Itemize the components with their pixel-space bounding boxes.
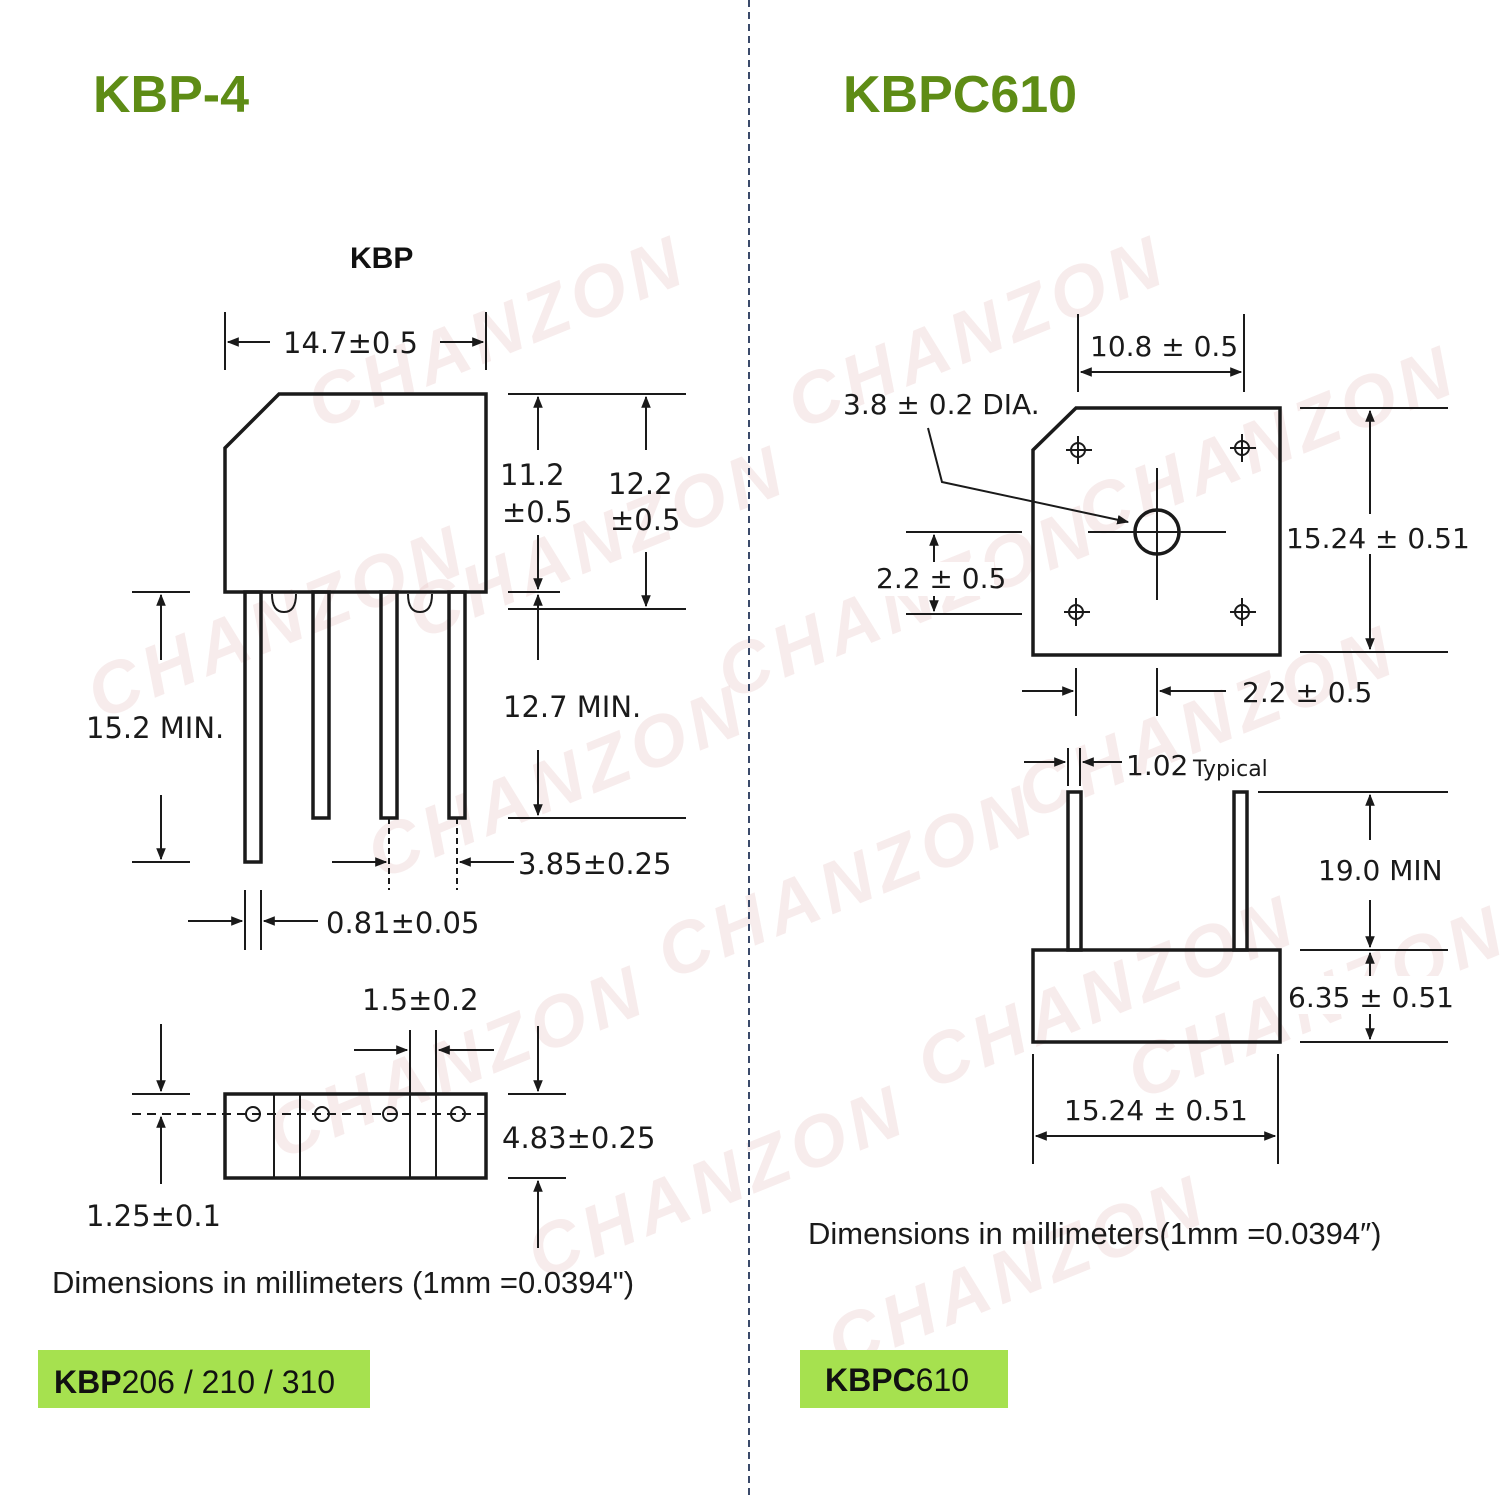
kbp-lead [379, 590, 399, 820]
kbpc-pin-marker [1066, 436, 1092, 464]
kbp4-panel: KBP-4 KBP 14.7±0.5 11.2 ±0.5 12.2 ±0.5 [38, 66, 686, 1408]
kbpc-pin-marker [1230, 434, 1256, 462]
kbpc-model-tag-text: KBPC610 [825, 1362, 969, 1398]
kbpc-pin-marker [1064, 598, 1090, 626]
kbpc-pin-marker [1230, 598, 1256, 626]
kbp-body [223, 392, 488, 594]
kbp-units-note: Dimensions in millimeters (1mm =0.0394") [52, 1265, 634, 1300]
kbp-body-height-2-tol: ±0.5 [610, 503, 680, 537]
kbpc-lead-width-label: 1.02 [1126, 749, 1188, 782]
kbp-lead [243, 590, 263, 864]
kbpc-hole-spacing-label: 10.8 ± 0.5 [1090, 330, 1238, 363]
kbp-offset-label: 1.25±0.1 [86, 1199, 221, 1233]
kbp-model-tag [38, 1350, 370, 1408]
kbpc-thickness-label: 6.35 ± 0.51 [1288, 981, 1454, 1014]
kbpc610-panel: KBPC610 10.8 ± 0.5 3.8 ± 0.2 DIA. 15.2 [800, 66, 1470, 1408]
kbpc-lead-width-note: Typical [1192, 757, 1268, 782]
kbp-lead-width-label: 0.81±0.05 [326, 906, 479, 940]
kbp-pin-hole [245, 1106, 261, 1122]
kbp-bottom-body [223, 1092, 488, 1180]
kbp-top-gap-label: 1.5±0.2 [362, 983, 479, 1017]
kbpc-h-offset-label: 2.2 ± 0.5 [1242, 676, 1372, 709]
kbp-thickness-label: 4.83±0.25 [502, 1121, 655, 1155]
watermark: CHANZON [706, 490, 1109, 715]
kbp-pitch-label: 3.85±0.25 [518, 847, 671, 881]
kbp-pin-hole [314, 1106, 330, 1122]
kbpc610-title: KBPC610 [843, 66, 1077, 124]
kbp4-title: KBP-4 [93, 66, 249, 124]
kbp-body-height-1-tol: ±0.5 [502, 495, 572, 529]
kbpc-height-label: 15.24 ± 0.51 [1286, 522, 1470, 555]
kbp-lead-length: 15.2 MIN. [86, 711, 224, 745]
watermark: CHANZON [646, 770, 1049, 995]
kbp-model-tag-text: KBP206 / 210 / 310 [54, 1364, 335, 1400]
kbpc-model-tag [800, 1350, 1008, 1408]
kbp-width-label: 14.7±0.5 [283, 326, 418, 360]
kbp-lead [311, 590, 331, 820]
kbpc-hole-dia-label: 3.8 ± 0.2 DIA. [843, 388, 1040, 421]
kbpc-units-note: Dimensions in millimeters(1mm =0.0394″) [808, 1216, 1381, 1251]
kbpc-body-side [1031, 948, 1282, 1044]
kbpc-width-label: 15.24 ± 0.51 [1064, 1094, 1248, 1127]
kbp-body-height-2: 12.2 [608, 467, 673, 501]
kbpc-v-offset-label: 2.2 ± 0.5 [876, 562, 1006, 595]
kbp-lead-length-2: 12.7 MIN. [503, 690, 641, 724]
kbpc-body-top [1031, 406, 1282, 657]
kbp-pin-hole [450, 1106, 466, 1122]
kbp-pin-hole [382, 1106, 398, 1122]
kbpc-lead-length-label: 19.0 MIN [1318, 854, 1443, 887]
kbp-body-height-1: 11.2 [500, 458, 565, 492]
kbp-subtitle: KBP [350, 242, 413, 275]
watermark: CHANZON [516, 1070, 919, 1295]
